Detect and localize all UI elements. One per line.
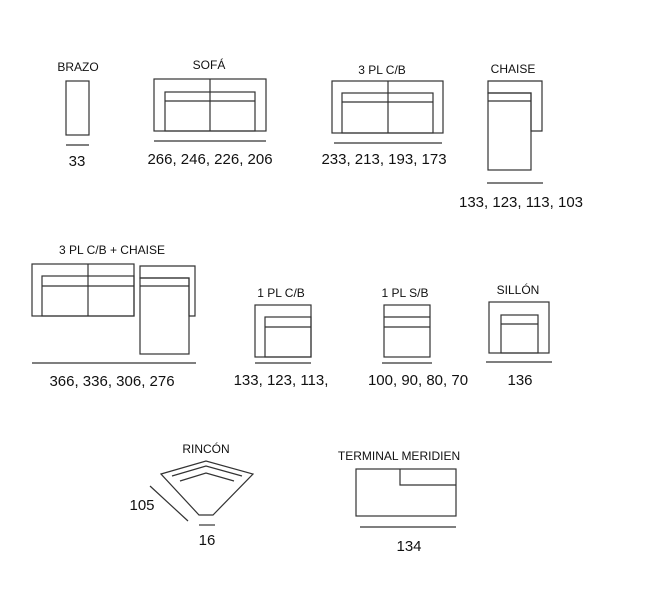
module-rincon: RINCÓN 105 16 [129, 441, 255, 549]
module-3-pl-cb: 3 PL C/B 233, 213, 193, 173 [321, 63, 446, 168]
rincon-outline [159, 460, 255, 516]
module-1-pl-sb: 1 PL S/B 100, 90, 80, 70 [368, 286, 468, 389]
terminal-outline [355, 468, 457, 517]
module-dimensions: 133, 123, 113, [234, 372, 329, 389]
module-dimensions: 134 [396, 538, 421, 555]
brazo-shape [65, 80, 90, 136]
module-dimensions: 16 [199, 532, 216, 549]
module-label: 3 PL C/B + CHAISE [59, 243, 165, 257]
module-dimensions: 136 [507, 372, 532, 389]
combo-sofa-outline [31, 263, 135, 317]
module-label: 1 PL C/B [257, 286, 305, 300]
module-label: SOFÁ [193, 57, 226, 72]
terminal-backrest-line [399, 469, 456, 486]
module-dimensions: 100, 90, 80, 70 [368, 372, 468, 389]
chaise-seat [487, 92, 532, 171]
module-chaise: CHAISE 133, 123, 113, 103 [459, 62, 583, 211]
module-label: BRAZO [57, 60, 98, 74]
module-3-pl-cb-chaise: 3 PL C/B + CHAISE 366, 336, 306, 276 [31, 243, 196, 390]
rincon-seat-line [179, 472, 235, 482]
one-pl-cb-seat [264, 316, 312, 358]
rincon-backrest-line [171, 465, 243, 477]
module-sofa: SOFÁ 266, 246, 226, 206 [147, 57, 272, 168]
module-1-pl-cb: 1 PL C/B 133, 123, 113, [234, 286, 329, 389]
module-label: TERMINAL MERIDIEN [338, 449, 460, 463]
one-pl-sb-outline [383, 304, 431, 358]
module-dimensions: 266, 246, 226, 206 [147, 151, 272, 168]
module-label: CHAISE [491, 62, 536, 76]
module-dimensions: 33 [69, 153, 86, 170]
module-sillon: SILLÓN 136 [486, 282, 552, 389]
module-dimensions: 233, 213, 193, 173 [321, 151, 446, 168]
module-label: 3 PL C/B [358, 63, 406, 77]
sillon-seat [500, 314, 539, 354]
combo-chaise-seat [139, 277, 190, 355]
side-dimension-line [149, 485, 189, 522]
module-dimensions: 366, 336, 306, 276 [49, 373, 174, 390]
combo-chaise-backrest [139, 265, 196, 317]
one-pl-cb-outline [254, 304, 312, 358]
side-dimension: 105 [129, 497, 154, 514]
module-label: SILLÓN [497, 282, 540, 297]
chaise-backrest [487, 80, 543, 132]
module-terminal-meridien: TERMINAL MERIDIEN 134 [338, 449, 460, 555]
module-label: RINCÓN [182, 441, 229, 456]
module-brazo: BRAZO 33 [57, 60, 98, 170]
module-dimensions: 133, 123, 113, 103 [459, 194, 583, 211]
module-label: 1 PL S/B [382, 286, 429, 300]
sillon-outline [488, 301, 550, 354]
